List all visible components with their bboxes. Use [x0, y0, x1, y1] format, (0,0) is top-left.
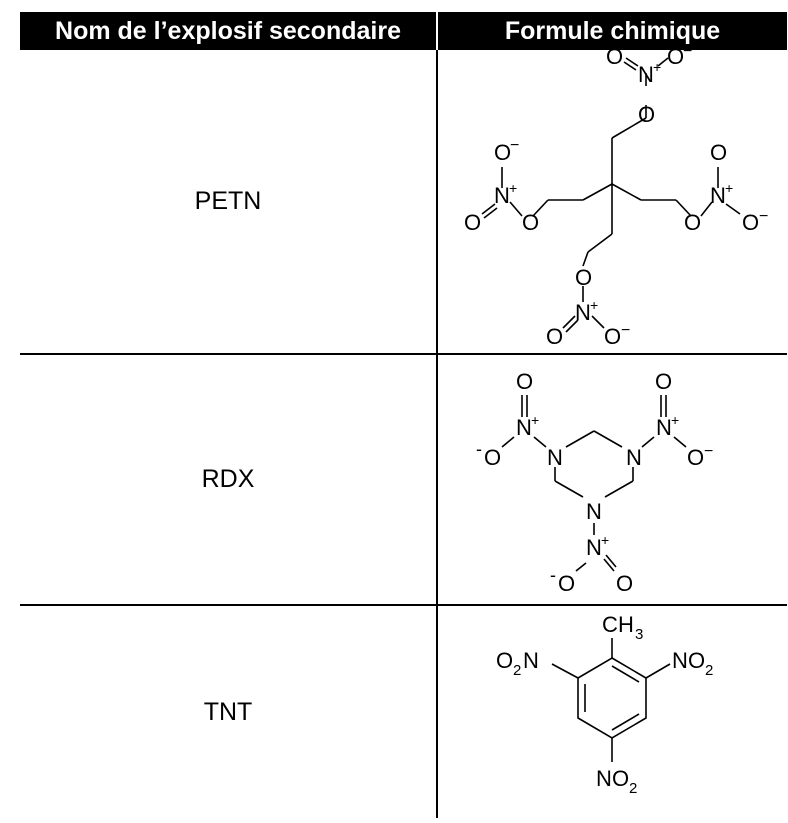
atom-o: O [496, 648, 513, 673]
atom-n: N [494, 183, 510, 208]
atom-n: N [596, 766, 612, 791]
atom-o: O [558, 571, 575, 596]
atom-n: N [656, 415, 672, 440]
atom-n: N [586, 499, 602, 524]
charge-minus-lead: - [550, 565, 556, 585]
charge-minus: − [759, 208, 768, 225]
header-formula-column: Formule chimique [438, 12, 787, 50]
charge-minus-lead: - [476, 439, 482, 459]
atom-o: O [522, 210, 539, 235]
charge-minus: − [704, 443, 713, 460]
charge-plus: + [590, 297, 598, 313]
subscript-3: 3 [635, 626, 643, 643]
row-tnt-formula: C H 3 O 2 N N O 2 N O 2 [438, 606, 787, 818]
charge-plus: + [601, 532, 609, 548]
atom-o: O [484, 445, 501, 470]
atom-c: C [602, 612, 618, 637]
atom-n: N [626, 445, 642, 470]
atom-n: N [523, 648, 539, 673]
charge-plus: + [509, 180, 517, 196]
subscript-2: 2 [629, 780, 637, 797]
subscript-2: 2 [513, 662, 521, 679]
tnt-structure: C H 3 O 2 N N O 2 N O 2 [496, 612, 713, 797]
charge-minus: − [621, 322, 630, 339]
atom-o: O [710, 140, 727, 165]
charge-plus: + [531, 412, 539, 428]
row-petn-name: PETN [194, 187, 262, 215]
atom-o: O [638, 102, 655, 127]
row-divider [20, 353, 787, 355]
charge-plus: + [653, 59, 661, 75]
rdx-structure: O N + - O N O N + O − N N N + - O O [476, 369, 713, 596]
atom-o: O [546, 324, 563, 349]
row-divider [20, 604, 787, 606]
atom-o: O [742, 210, 759, 235]
atom-n: N [638, 62, 654, 87]
atom-n: N [672, 648, 688, 673]
atom-h: H [618, 612, 634, 637]
subscript-2: 2 [705, 662, 713, 679]
atom-o: O [606, 50, 623, 69]
petn-structure: O N + O − O O − N + O O O N + O O − O N … [464, 43, 768, 349]
atom-o: O [684, 210, 701, 235]
charge-minus: − [510, 137, 519, 154]
row-rdx-formula: O N + - O N O N + O − N N N + - O O [438, 355, 787, 604]
charge-minus: − [683, 50, 692, 60]
atom-o: O [604, 324, 621, 349]
atom-o: O [494, 140, 511, 165]
atom-n: N [586, 535, 602, 560]
atom-n: N [547, 445, 563, 470]
atom-n: N [516, 415, 532, 440]
atom-n: N [575, 300, 591, 325]
header-name-column: Nom de l’explosif secondaire [20, 12, 436, 50]
atom-o: O [616, 571, 633, 596]
column-divider [436, 50, 438, 818]
atom-o: O [688, 648, 705, 673]
atom-o: O [464, 210, 481, 235]
atom-o: O [612, 766, 629, 791]
atom-o: O [687, 445, 704, 470]
atom-o: O [575, 265, 592, 290]
row-rdx-name: RDX [201, 465, 255, 493]
charge-plus: + [725, 180, 733, 196]
explosives-table: Nom de l’explosif secondaire Formule chi… [20, 12, 787, 818]
atom-o: O [516, 369, 533, 394]
atom-n: N [710, 183, 726, 208]
row-tnt-name: TNT [203, 697, 253, 726]
atom-o: O [655, 369, 672, 394]
charge-plus: + [671, 412, 679, 428]
atom-o: O [667, 50, 684, 69]
row-petn-formula: O N + O − O O − N + O O O N + O O − O N … [438, 43, 787, 353]
